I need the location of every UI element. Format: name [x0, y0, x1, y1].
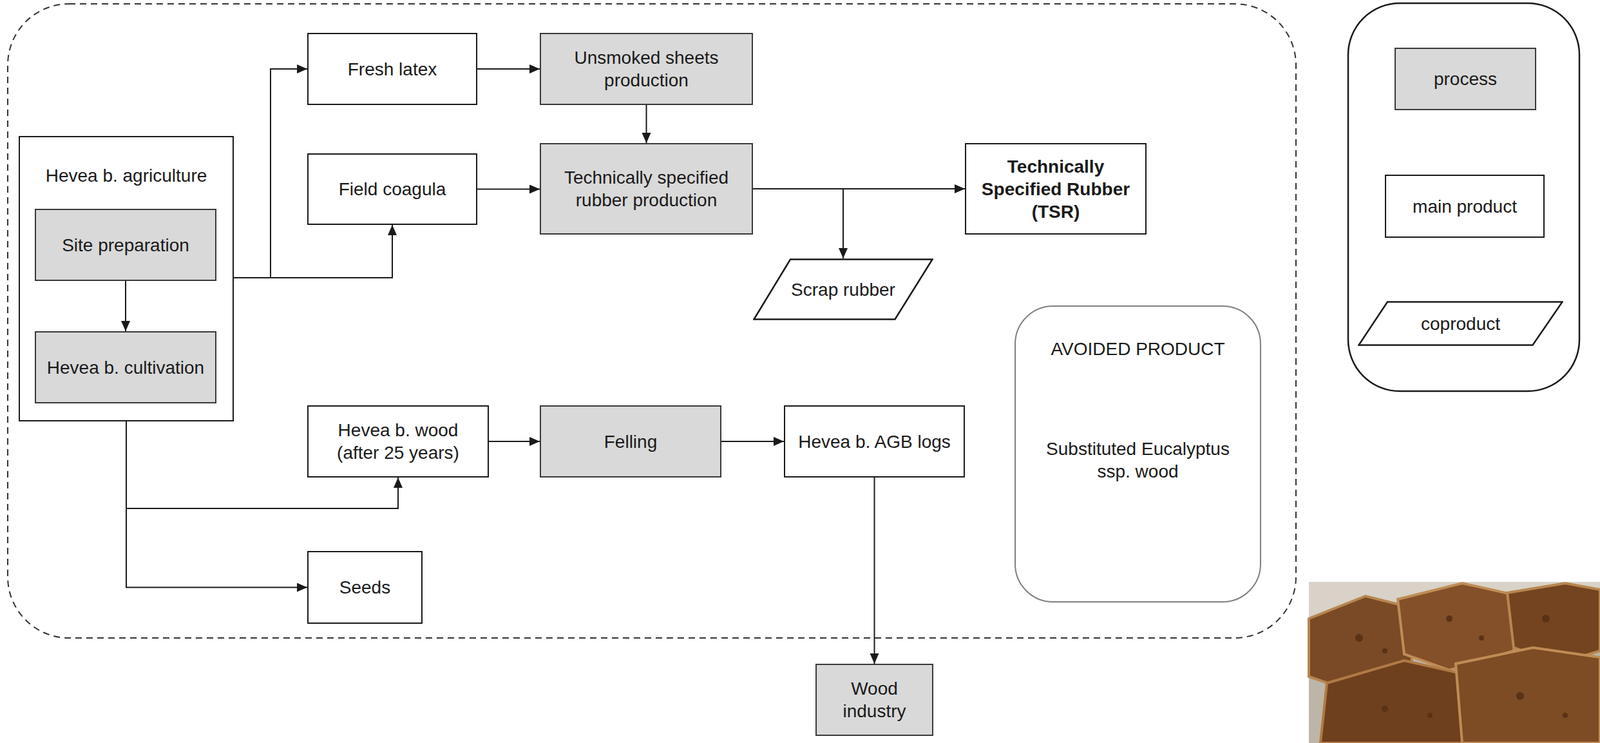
legend-label: process: [1433, 67, 1497, 91]
node-label: Hevea b. cultivation: [47, 356, 205, 379]
flow-arrow: [752, 188, 844, 259]
node-label: Hevea b. wood (after 25 years): [316, 418, 480, 464]
legend-label: main product: [1412, 195, 1517, 218]
node-label: Seeds: [339, 575, 391, 599]
flow-arrow: [233, 224, 393, 278]
process-box: Site preparation: [34, 208, 217, 281]
node-label: Field coagula: [338, 177, 447, 201]
product-box: Fresh latex: [307, 32, 478, 105]
flow-arrow: [874, 477, 876, 664]
flow-arrow: [721, 440, 784, 442]
process-box: Unsmoked sheets production: [539, 32, 753, 105]
product-box: Hevea b. AGB logs: [783, 405, 965, 478]
legend-sample: coproduct: [1357, 300, 1564, 346]
node-label: Site preparation: [61, 233, 190, 257]
process-box: Wood industry: [815, 663, 934, 736]
node-label: Felling: [604, 430, 658, 453]
flow-arrow: [233, 68, 308, 278]
node-label: Unsmoked sheets production: [548, 46, 744, 92]
process-box: Hevea b. cultivation: [34, 331, 217, 404]
node-label: Scrap rubber: [790, 278, 896, 301]
main-product-box: Technically Specified Rubber (TSR): [964, 142, 1147, 235]
legend-sample: main product: [1384, 174, 1545, 238]
node-label: Hevea b. AGB logs: [798, 430, 951, 453]
process-box: Felling: [539, 405, 722, 478]
node-label: AVOIDED PRODUCT: [1040, 337, 1235, 361]
parallelogram-shape: [754, 259, 933, 320]
product-box: Hevea b. wood (after 25 years): [307, 405, 489, 478]
node-label: Fresh latex: [347, 57, 438, 81]
flow-arrow: [477, 68, 540, 70]
rubber-photo: [1308, 581, 1600, 743]
system-boundary: [7, 3, 1296, 638]
flow-arrow: [126, 421, 308, 588]
product-box: Field coagula: [307, 153, 478, 225]
node-label: Technically specified rubber production: [548, 166, 744, 212]
flow-arrow: [646, 104, 648, 143]
parallelogram-shape: [1359, 302, 1563, 346]
coproduct-box: Scrap rubber: [752, 258, 934, 321]
process-box: Technically specified rubber production: [539, 142, 753, 235]
avoided-product-box: AVOIDED PRODUCT Substituted Eucalyptus ss…: [1014, 305, 1262, 603]
node-label: Hevea b. agriculture: [45, 164, 208, 187]
node-body: Substituted Eucalyptus ssp. wood: [1023, 437, 1253, 483]
node-label: Wood industry: [824, 676, 925, 723]
legend-panel: [1348, 3, 1580, 391]
node-label: Technically Specified Rubber (TSR): [973, 155, 1138, 223]
legend-sample: process: [1394, 47, 1537, 111]
product-box: Seeds: [307, 550, 423, 624]
legend-label: coproduct: [1420, 312, 1501, 335]
flow-arrow: [488, 440, 540, 442]
flow-arrow: [124, 280, 127, 332]
group-box: Hevea b. agricultureSite preparationHeve…: [18, 135, 234, 422]
flow-arrow: [477, 188, 540, 191]
